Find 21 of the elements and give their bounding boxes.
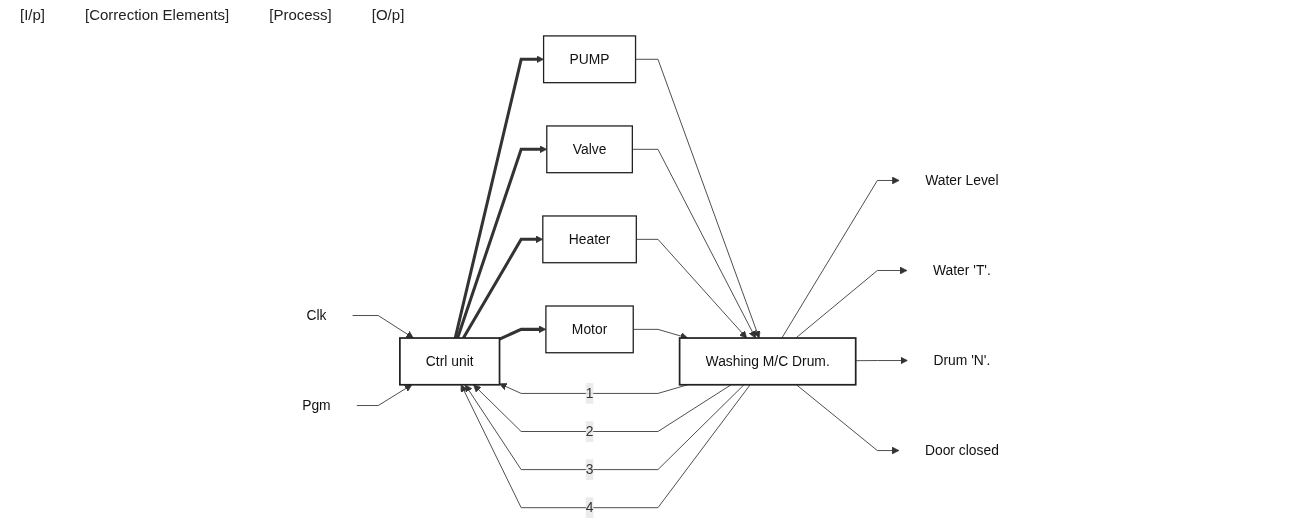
section-label: [I/p] — [20, 6, 45, 23]
arrow — [453, 55, 544, 339]
node-text: Water 'T'. — [932, 262, 991, 278]
node-text: Clk — [306, 307, 327, 323]
node-box: Ctrl unit — [399, 337, 501, 386]
node-text: Pgm — [302, 397, 331, 413]
node-box: Heater — [542, 215, 637, 264]
section-label: [Correction Elements] — [85, 6, 230, 23]
edge-label: 4 — [585, 499, 594, 515]
edge-label: 2 — [585, 423, 594, 439]
section-label: [O/p] — [371, 6, 405, 23]
node-text: Water Level — [925, 172, 999, 188]
edge-label: 3 — [585, 461, 594, 477]
edge-label: 1 — [585, 385, 594, 401]
node-box: Washing M/C Drum. — [678, 337, 857, 386]
node-box: Valve — [546, 125, 633, 174]
node-box: PUMP — [542, 35, 637, 84]
node-text: Door closed — [924, 442, 999, 458]
section-label: [Process] — [269, 6, 332, 23]
node-text: Drum 'N'. — [933, 352, 991, 368]
node-box: Motor — [545, 305, 634, 354]
